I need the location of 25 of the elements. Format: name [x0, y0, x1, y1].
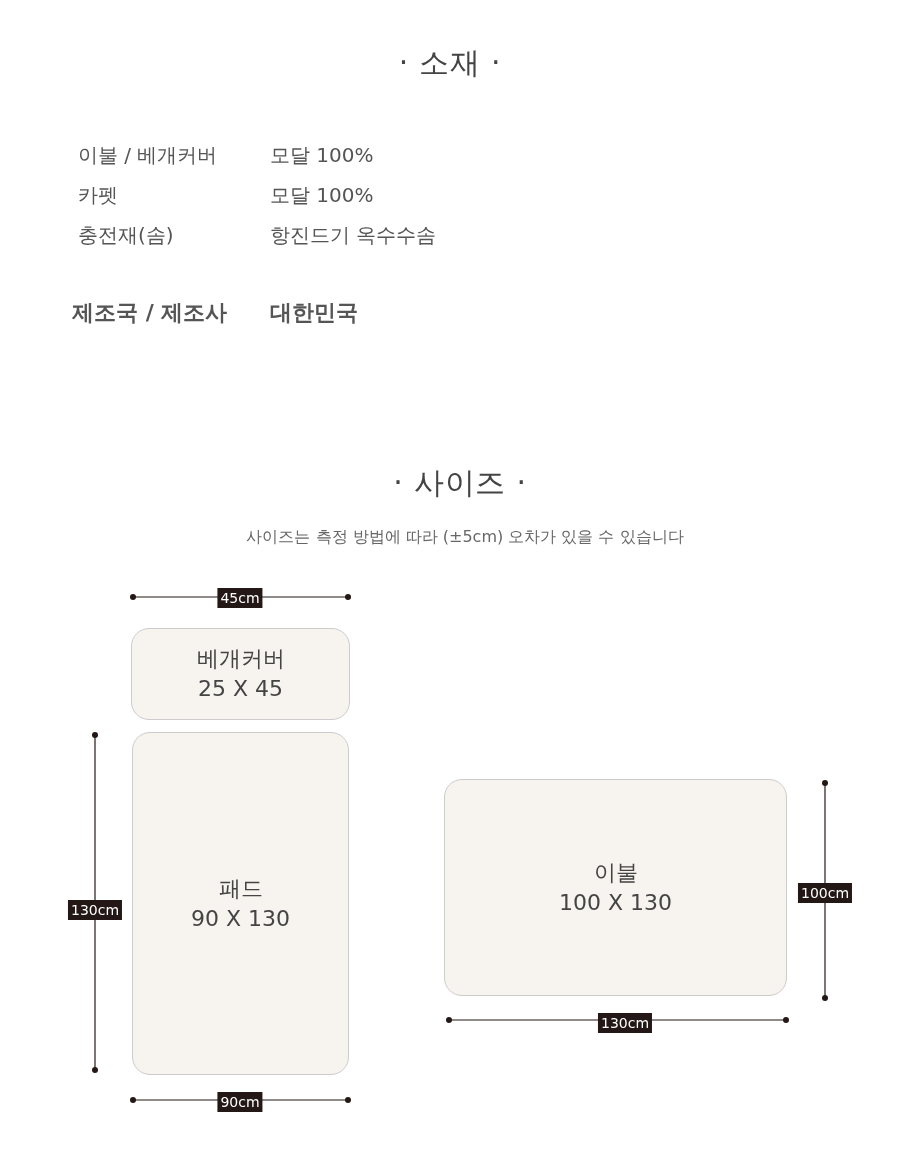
item-name: 이불 [593, 858, 638, 887]
dimension-label: 130cm [597, 1013, 653, 1033]
size-box [131, 628, 350, 720]
dimension-label: 100cm [797, 883, 853, 903]
size-box [444, 779, 787, 996]
spec-text: 카펫 [78, 182, 118, 209]
spec-text: 충전재(솜) [78, 222, 174, 249]
note-text: 사이즈는 측정 방법에 따라 (±5cm) 오차가 있을 수 있습니다 [246, 526, 684, 548]
item-name: 패드 [218, 874, 263, 903]
spec-text: 모달 100% [270, 182, 374, 209]
spec-text: 항진드기 옥수수솜 [270, 222, 437, 249]
section-heading: · 사이즈 · [393, 463, 527, 502]
size-box [132, 732, 349, 1075]
size-text: 100 X 130 [558, 888, 672, 917]
size-text: 90 X 130 [190, 904, 290, 933]
item-name: 베개커버 [196, 645, 285, 673]
spec-text: 이불 / 베개커버 [78, 142, 218, 169]
spec-text: 모달 100% [270, 142, 374, 169]
spec-text: 대한민국 [270, 298, 358, 327]
section-heading: · 소재 · [398, 43, 502, 82]
dimension-label: 130cm [67, 900, 123, 920]
dimension-label: 45cm [217, 588, 263, 608]
size-text: 25 X 45 [197, 675, 283, 703]
spec-text: 제조국 / 제조사 [72, 298, 228, 327]
dimension-label: 90cm [217, 1092, 263, 1112]
